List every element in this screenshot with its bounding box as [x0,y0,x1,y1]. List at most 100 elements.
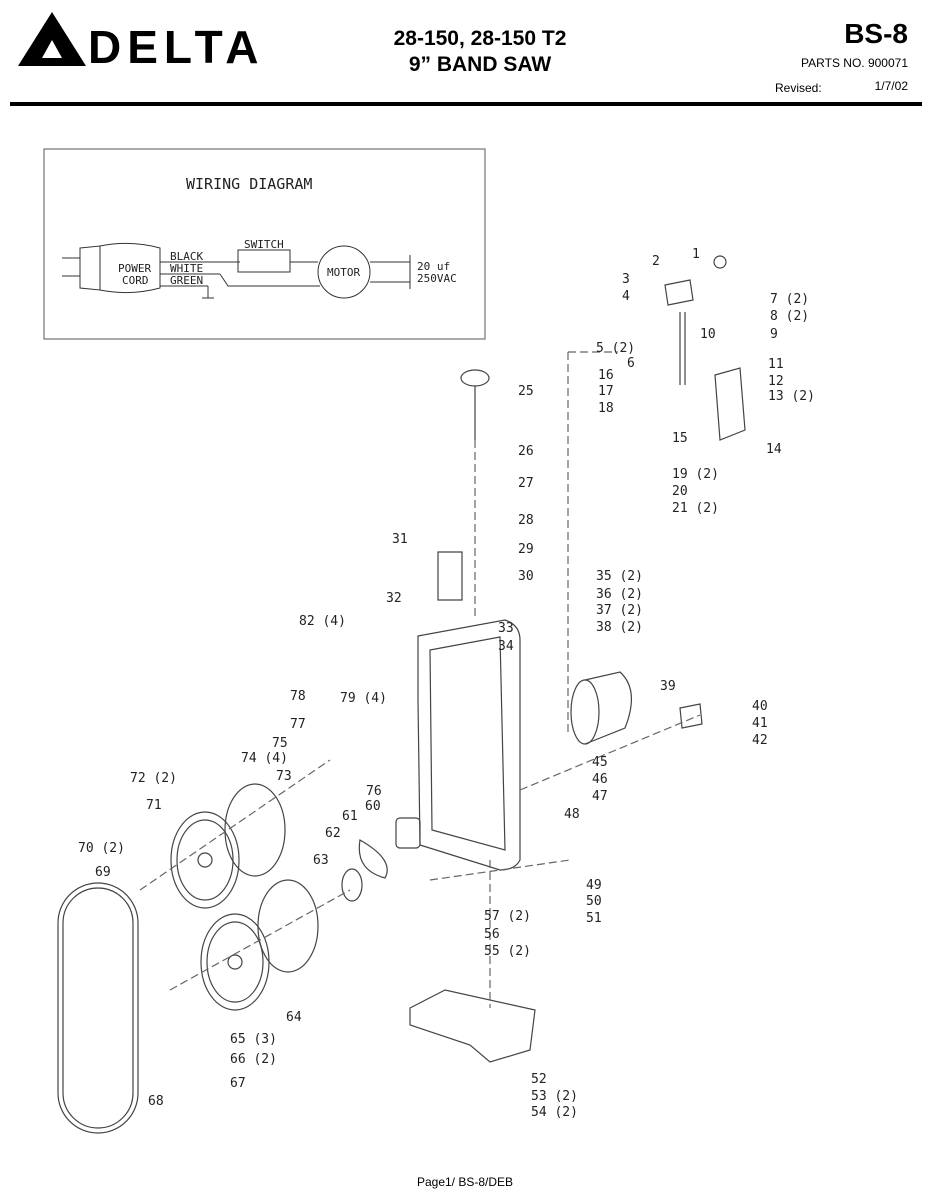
pulley-63 [341,868,363,902]
callout-label: 29 [518,542,534,557]
callout-label: 18 [598,401,614,416]
callout-label: 68 [148,1094,164,1109]
callout-label: 40 [752,699,768,714]
callout-label: 1 [692,247,700,262]
callout-label: 53 (2) [531,1089,578,1104]
brand-wordmark: DELTA [88,21,265,73]
callout-label: 73 [276,769,292,784]
callout-label: 47 [592,789,608,804]
parts-number: PARTS NO. 900071 [801,56,908,70]
belt-62 [358,839,388,879]
revised-date: 1/7/02 [874,79,908,93]
callout-label: 32 [386,591,402,606]
callout-label: 63 [313,853,329,868]
base-52 [409,989,536,1063]
callout-label: 66 (2) [230,1052,277,1067]
callout-label: 9 [770,327,778,342]
callout-label: 51 [586,911,602,926]
callout-label: 30 [518,569,534,584]
callout-label: 6 [627,356,635,371]
callout-label: 65 (3) [230,1032,277,1047]
callout-label: 50 [586,894,602,909]
wire-black-label: BLACK [170,250,203,263]
callout-label: 4 [622,289,630,304]
callout-label: 69 [95,865,111,880]
callout-label: 46 [592,772,608,787]
guide-2 [664,279,694,306]
pulley-60 [395,817,421,849]
callout-label: 14 [766,442,782,457]
callout-label: 52 [531,1072,547,1087]
tire-72 [224,783,286,877]
callout-label: 19 (2) [672,467,719,482]
callout-label: 76 [366,784,382,799]
blade-68 [57,882,139,1134]
callout-label: 26 [518,444,534,459]
callout-label: 56 [484,927,500,942]
callout-label: 15 [672,431,688,446]
callout-label: 67 [230,1076,246,1091]
header-rule [10,102,922,106]
callout-label: 10 [700,327,716,342]
callout-label: 54 (2) [531,1105,578,1120]
power-cord-label-2: CORD [122,274,149,287]
callout-label: 38 (2) [596,620,643,635]
guard-11 [714,367,746,441]
wire-green-label: GREEN [170,274,203,287]
callout-label: 55 (2) [484,944,531,959]
callout-label: 2 [652,254,660,269]
callout-label: 5 (2) [596,341,635,356]
callout-label: 33 [498,621,514,636]
callout-label: 64 [286,1010,302,1025]
callout-label: 61 [342,809,358,824]
callout-label: 49 [586,878,602,893]
revised-label: Revised: [775,81,822,95]
callout-label: 8 (2) [770,309,809,324]
callout-label: 12 [768,374,784,389]
callout-label: 82 (4) [299,614,346,629]
model-numbers: 28-150, 28-150 T2 [393,27,567,50]
switch-label: SWITCH [244,238,284,251]
wire-white-label: WHITE [170,262,203,275]
callout-label: 62 [325,826,341,841]
callout-label: 79 (4) [340,691,387,706]
callout-label: 48 [564,807,580,822]
capacitor-voltage-label: 250VAC [417,272,457,285]
product-name: 9” BAND SAW [408,53,552,76]
callout-label: 37 (2) [596,603,643,618]
label-32 [437,551,463,601]
callout-label: 34 [498,639,514,654]
power-cord-label-1: POWER [118,262,151,275]
callout-label: 77 [290,717,306,732]
frame-31 [417,619,521,871]
callout-label: 41 [752,716,768,731]
callout-label: 45 [592,755,608,770]
callout-label: 78 [290,689,306,704]
upper-wheel-71 [170,811,240,909]
callout-label: 74 (4) [241,751,288,766]
callout-label: 60 [365,799,381,814]
callout-label: 27 [518,476,534,491]
callout-label: 39 [660,679,676,694]
model-title: 28-150, 28-150 T2 9” BAND SAW [330,26,630,78]
callout-label: 17 [598,384,614,399]
callout-label: 75 [272,736,288,751]
callout-label: 36 (2) [596,587,643,602]
callout-label: 42 [752,733,768,748]
gear-42 [679,703,703,729]
callout-label: 35 (2) [596,569,643,584]
document-id: BS-8 [844,18,908,49]
callout-label: 21 (2) [672,501,719,516]
callout-label: 3 [622,272,630,287]
lower-wheel-64 [200,913,270,1011]
capacitor-value-label: 20 uf [417,260,450,273]
callout-label: 7 (2) [770,292,809,307]
callout-label: 20 [672,484,688,499]
callout-label: 28 [518,513,534,528]
callout-label: 31 [392,532,408,547]
callout-label: 71 [146,798,162,813]
motor-label: MOTOR [327,266,360,279]
callout-label: 13 (2) [768,389,815,404]
